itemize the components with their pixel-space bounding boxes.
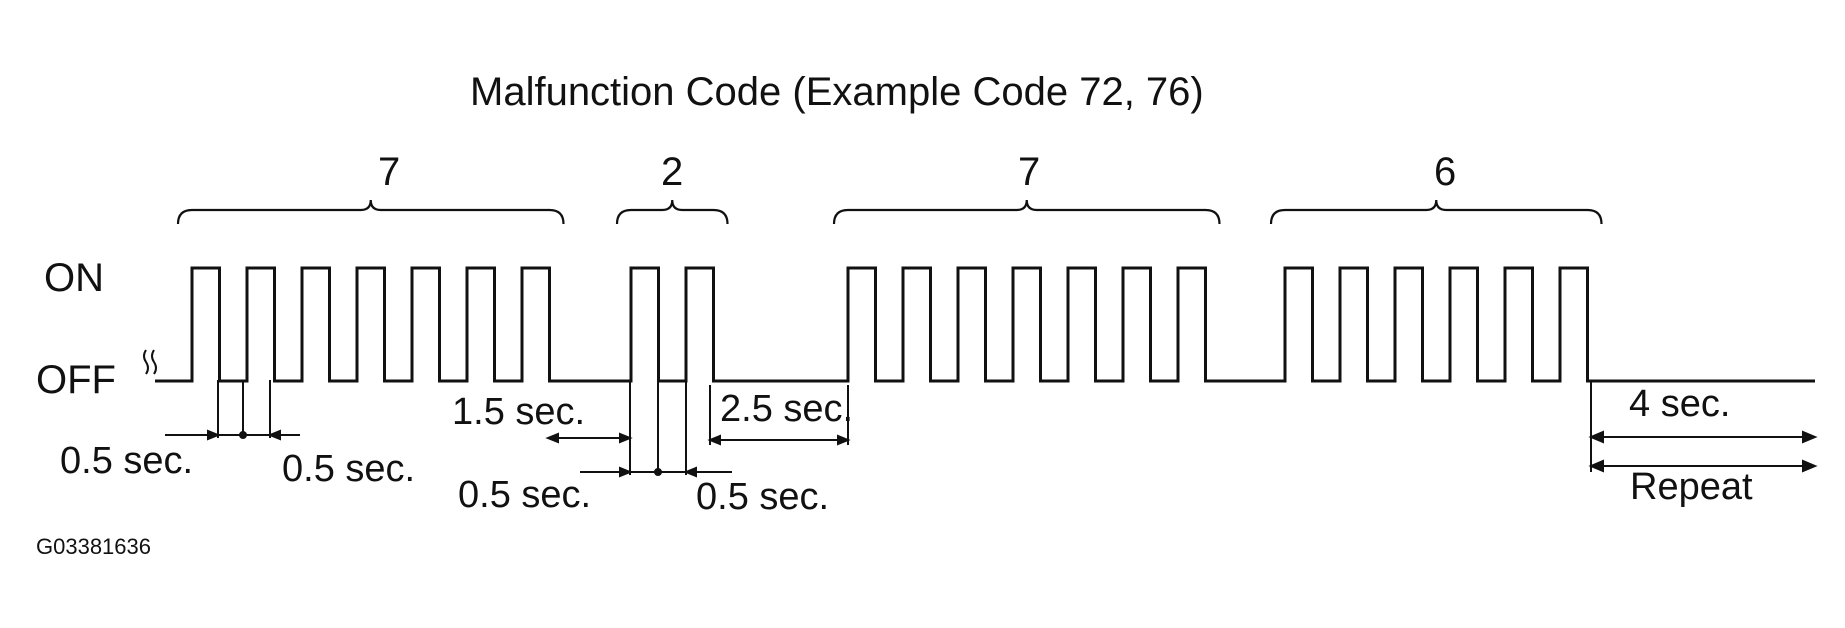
repeat-label: Repeat xyxy=(1630,466,1753,508)
code-gap-duration: 2.5 sec. xyxy=(720,388,854,430)
on-level-label: ON xyxy=(44,256,104,300)
diagram-title: Malfunction Code (Example Code 72, 76) xyxy=(470,70,1204,114)
pulse-on-duration: 0.5 sec. xyxy=(60,440,194,482)
group-brace xyxy=(176,199,565,225)
figure-id: G03381636 xyxy=(36,534,151,559)
dimension-repeat xyxy=(1588,380,1818,473)
dimension-digit-gap xyxy=(545,432,633,444)
digit-label: 7 xyxy=(378,150,401,194)
off-level-label: OFF xyxy=(36,358,116,402)
pulse-off-duration-b: 0.5 sec. xyxy=(696,476,830,518)
dimension-pulse-a xyxy=(165,380,300,441)
group-brace xyxy=(832,199,1221,225)
digit-label: 2 xyxy=(661,150,684,194)
digit-label: 7 xyxy=(1018,150,1041,194)
group-brace xyxy=(1269,199,1603,225)
dimension-pulse-b xyxy=(580,380,732,478)
repeat-gap-duration: 4 sec. xyxy=(1629,383,1731,425)
digit-gap-duration: 1.5 sec. xyxy=(452,391,586,433)
pulse-on-duration-b: 0.5 sec. xyxy=(458,474,592,516)
signal-waveform xyxy=(155,266,1815,383)
pulse-off-duration: 0.5 sec. xyxy=(282,448,416,490)
group-brace xyxy=(615,199,729,225)
digit-label: 6 xyxy=(1434,150,1457,194)
break-mark-icon xyxy=(143,349,157,375)
dimension-code-gap xyxy=(707,385,851,446)
